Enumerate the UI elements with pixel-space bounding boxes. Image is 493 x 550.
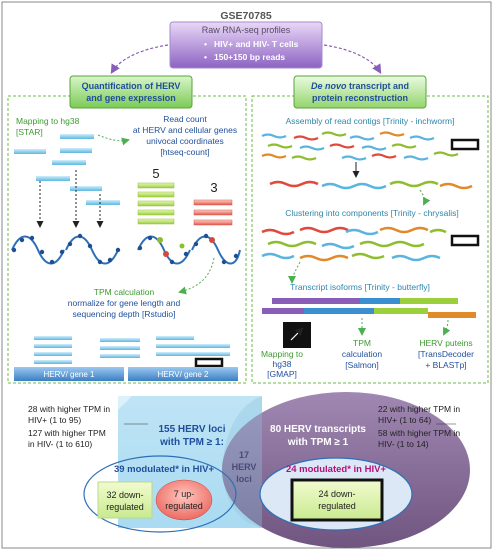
arrow-to-clustering: [419, 189, 431, 206]
source-box: [169, 21, 323, 69]
isoforms-label: Transcript isoforms [Trinity - butterfly…: [290, 282, 430, 292]
count-b: 3: [210, 180, 217, 195]
proteins-line-3: + BLASTp]: [425, 360, 466, 370]
right-note-3: 58 with higher TPM in: [378, 428, 460, 438]
left-panel-header: [69, 75, 193, 109]
right-panel-header: [293, 75, 427, 109]
right-down-box: [290, 478, 384, 522]
source-title: Raw RNA-seq profiles: [202, 25, 291, 35]
gmap-line-3: [GMAP]: [267, 369, 297, 379]
salmon-line-1: TPM: [353, 338, 371, 348]
tpm-line-1: TPM calculation: [94, 287, 155, 297]
mapping-hg38-line-2: [STAR]: [16, 127, 43, 137]
left-title-line-2: and gene expression: [86, 93, 176, 103]
left-up-line-1: 7 up-: [174, 489, 195, 499]
left-modulated-label: 39 modulated* in HIV+: [114, 464, 214, 475]
venn-overlap: [222, 396, 262, 528]
mapping-hg38-line-1: Mapping to hg38: [16, 116, 80, 126]
source-bullet-2-mark: •: [204, 52, 207, 62]
right-title-line-2: protein reconstruction: [312, 93, 408, 103]
left-venn-title-1: 155 HERV loci: [158, 424, 225, 435]
count-a: 5: [152, 166, 159, 181]
source-bullet-1-mark: •: [204, 39, 207, 49]
right-title-line-1: De novo transcript and: [311, 81, 409, 91]
tpm-line-3: sequencing depth [Rstudio]: [72, 309, 175, 319]
gene-bar-1: [14, 367, 124, 381]
left-note-4: in HIV- (1 to 610): [28, 439, 92, 449]
source-accession: GSE70785: [220, 10, 272, 22]
left-note-3: 127 with higher TPM: [28, 428, 106, 438]
gmap-line-1: Mapping to: [261, 349, 303, 359]
left-title-line-1: Quantification of HERV: [82, 81, 181, 91]
left-note-2: HIV+ (1 to 95): [28, 415, 81, 425]
arrow-source-right: [323, 44, 382, 75]
highlight-box-clustering: [450, 234, 480, 247]
mapping-thumbnail-arrow: [290, 327, 304, 341]
readcount-line-1: Read count: [163, 114, 207, 124]
readcount-line-3: univocal coordinates: [146, 136, 224, 146]
left-down-box: [97, 481, 153, 519]
tpm-line-2: normalize for gene length and: [68, 298, 181, 308]
right-down-line-1: 24 down-: [318, 489, 355, 499]
clustered-components: [261, 226, 447, 262]
source-bullet-1: HIV+ and HIV- T cells: [214, 39, 299, 49]
left-panel-border: [7, 95, 247, 384]
left-down-line-2: regulated: [106, 502, 144, 512]
clustering-label: Clustering into components [Trinity - ch…: [285, 208, 459, 218]
gmap-line-2: hg38: [273, 359, 292, 369]
source-bullet-2: 150+150 bp reads: [214, 52, 285, 62]
isoform-bars: [262, 298, 476, 318]
highlight-box-assembly: [450, 138, 480, 151]
left-down-line-1: 32 down-: [106, 490, 143, 500]
right-down-line-2: regulated: [318, 501, 356, 511]
gene-bar-2: [128, 367, 238, 381]
proteins-line-2: [TransDecoder: [418, 349, 474, 359]
red-count-bars: [193, 199, 233, 226]
overlap-line-2: HERV: [232, 462, 257, 472]
gene-bar-2-label: HERV/ gene 2: [158, 370, 210, 379]
gene-bar-1-label: HERV/ gene 1: [44, 370, 96, 379]
salmon-line-3: [Salmon]: [345, 360, 379, 370]
arrow-to-proteins: [443, 319, 451, 336]
left-note-1: 28 with higher TPM in: [28, 404, 110, 414]
right-note-4: HIV- (1 to 14): [378, 439, 429, 449]
arrow-to-isoforms: [288, 261, 301, 284]
mapped-reads: [14, 134, 120, 228]
right-venn-title-1: 80 HERV transcripts: [270, 424, 366, 435]
mapping-thumbnail: [283, 322, 311, 348]
left-up-ellipse: [155, 479, 213, 521]
overlap-line-1: 17: [239, 450, 249, 460]
read-contigs: [261, 131, 459, 161]
overlap-line-3: loci: [236, 474, 252, 484]
salmon-line-2: calculation: [342, 349, 382, 359]
right-modulated-label: 24 modulated* in HIV+: [286, 464, 386, 475]
left-venn-shadow: [118, 396, 262, 528]
arrow-mapping-to-count: [97, 134, 130, 146]
merged-contigs: [269, 180, 473, 190]
gene-structures: [11, 233, 241, 265]
left-modulated-ellipse: [83, 455, 237, 533]
right-note-1: 22 with higher TPM in: [378, 404, 460, 414]
readcount-line-2: at HERV and cellular genes: [133, 125, 237, 135]
arrow-source-left: [110, 44, 169, 75]
assembly-label: Assembly of read contigs [Trinity - inch…: [286, 116, 455, 126]
right-venn-title-2: with TPM ≥ 1: [287, 437, 349, 448]
arrow-count-to-tpm: [178, 257, 215, 295]
green-count-bars: [137, 182, 175, 225]
normalized-reads: [34, 336, 230, 368]
proteins-line-1: HERV puteins: [419, 338, 472, 348]
left-venn-title-2: with TPM ≥ 1:: [159, 437, 224, 448]
right-note-2: HIV+ (1 to 64): [378, 415, 431, 425]
left-up-line-2: regulated: [165, 501, 203, 511]
readcount-line-4: [htseq-count]: [160, 147, 209, 157]
